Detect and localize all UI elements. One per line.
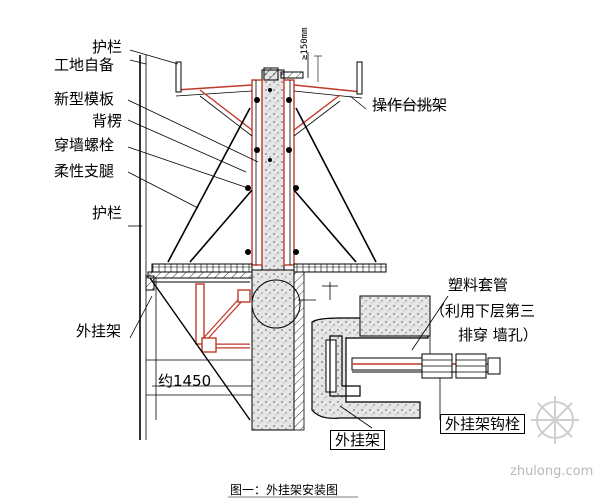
label-plastic-sleeve: 塑料套管 bbox=[448, 276, 509, 294]
label-sleeve-note-1: （利用下层第三 bbox=[430, 302, 536, 320]
watermark-text: zhulong.com bbox=[510, 464, 594, 479]
left-guardrail-post bbox=[139, 55, 147, 440]
label-hanger-hook-bolt: 外挂架钩栓 bbox=[440, 414, 526, 434]
watermark-logo bbox=[531, 396, 579, 444]
leader-lines bbox=[127, 49, 449, 429]
label-guardrail-top: 护栏 bbox=[92, 38, 123, 56]
through-wall-bolts bbox=[245, 88, 299, 255]
label-back-ridge: 背楞 bbox=[92, 112, 123, 130]
label-through-wall-bolt: 穿墙螺栓 bbox=[54, 136, 115, 154]
platform-bracket-right bbox=[293, 61, 363, 137]
dimension-approx-1450: 约1450 bbox=[158, 372, 212, 390]
top-cap bbox=[263, 52, 309, 81]
flexible-legs bbox=[167, 107, 377, 263]
central-wall bbox=[251, 69, 295, 431]
outer-hanger-frame bbox=[145, 275, 252, 421]
label-flexible-leg: 柔性支腿 bbox=[54, 162, 115, 180]
label-platform-bracket: 操作台挑架 bbox=[372, 96, 448, 114]
lower-wall-hatch bbox=[293, 271, 305, 431]
lower-platform bbox=[147, 263, 387, 279]
label-outer-hanger-left: 外挂架 bbox=[76, 322, 122, 340]
label-outer-hanger-bottom: 外挂架 bbox=[330, 430, 386, 450]
top-dimension bbox=[314, 55, 322, 82]
formwork-panels bbox=[251, 79, 295, 266]
platform-bracket-left bbox=[175, 61, 253, 137]
label-guardrail-mid: 护栏 bbox=[92, 204, 123, 222]
label-new-formwork: 新型模板 bbox=[54, 90, 115, 108]
enlarged-detail bbox=[311, 295, 501, 419]
label-sleeve-note-2: 排穿 墙孔） bbox=[458, 326, 538, 344]
dimension-top: ≥150mm bbox=[300, 27, 310, 60]
label-site-provided: 工地自备 bbox=[54, 56, 115, 74]
figure-caption: 图一：外挂架安装图 bbox=[230, 483, 339, 497]
